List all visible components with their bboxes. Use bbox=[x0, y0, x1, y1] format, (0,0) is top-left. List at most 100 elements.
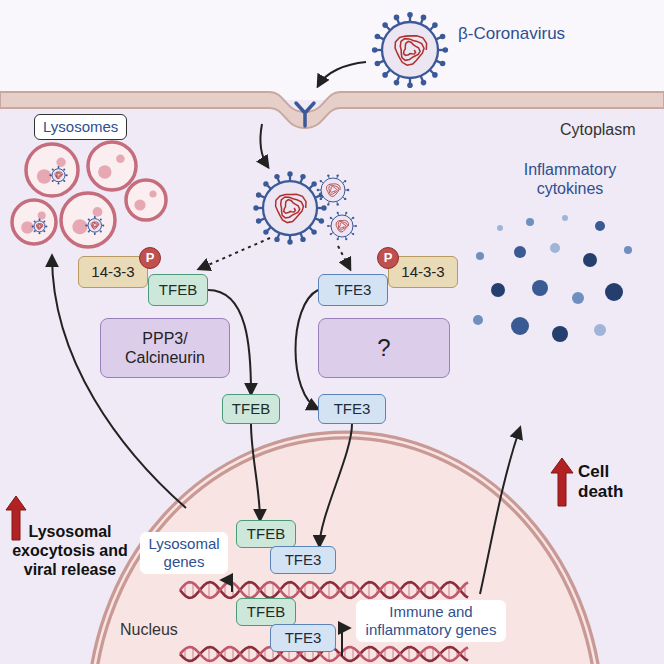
virus-spike-head bbox=[432, 22, 438, 28]
protein-box: TFEB bbox=[222, 394, 280, 424]
cytokine-dot bbox=[594, 324, 606, 336]
virus-spike-head bbox=[88, 218, 90, 220]
virus-spike-head bbox=[440, 61, 446, 67]
cytokine-dot bbox=[497, 225, 503, 231]
lysosome-content bbox=[149, 190, 156, 197]
cytokine-dot bbox=[476, 252, 484, 260]
receptor bbox=[296, 103, 314, 126]
virus-spike-head bbox=[100, 218, 102, 220]
dotted-arrow bbox=[199, 238, 270, 269]
virus-envelope bbox=[331, 215, 353, 237]
virus-spike-head bbox=[94, 216, 96, 218]
cytokine-dot bbox=[526, 218, 534, 226]
virus-spike-head bbox=[311, 181, 316, 186]
lysosome-content bbox=[37, 169, 52, 184]
cytokine-dot bbox=[572, 292, 584, 304]
protein-box: TFE3 bbox=[270, 546, 336, 574]
virus-spike-head bbox=[58, 182, 60, 184]
virus-spike-head bbox=[311, 229, 316, 234]
virus-group bbox=[253, 12, 448, 245]
cytokine-dot bbox=[550, 243, 560, 253]
lysosome-content bbox=[56, 158, 65, 167]
viral-rna bbox=[395, 36, 427, 65]
protein-box: TFE3 bbox=[318, 394, 386, 424]
virus-spike-head bbox=[375, 61, 381, 67]
lysosome-content bbox=[134, 199, 145, 210]
node-text: TFEB bbox=[247, 603, 285, 621]
phosphatase-box: PPP3/ Calcineurin bbox=[100, 318, 230, 378]
cytokine-dot bbox=[511, 317, 529, 335]
virus-spike-head bbox=[256, 192, 261, 197]
cytokine-dot bbox=[605, 283, 623, 301]
virus-spike-head bbox=[287, 171, 292, 176]
node-text: Lysosomes bbox=[43, 118, 118, 136]
cytokine-dot bbox=[583, 253, 597, 267]
virus-spike-head bbox=[58, 166, 60, 168]
node-text: PPP3/ Calcineurin bbox=[116, 329, 214, 367]
virus-label: β-Coronavirus bbox=[458, 24, 565, 44]
virus-spike-head bbox=[49, 174, 51, 176]
cytokine-dot bbox=[491, 283, 505, 297]
extracellular-ground bbox=[0, 0, 664, 100]
cytokine-dot bbox=[595, 221, 605, 231]
virus-spike-head bbox=[355, 225, 357, 227]
connector-arrow bbox=[296, 290, 319, 409]
dna-rung bbox=[352, 648, 354, 660]
virus-spike-head bbox=[394, 15, 400, 21]
lysosome-content bbox=[116, 155, 125, 164]
virus-spike-head bbox=[327, 203, 329, 205]
cytokine-group bbox=[473, 215, 632, 342]
virus-spike-head bbox=[274, 174, 279, 179]
lysosome bbox=[12, 200, 56, 244]
lysosome bbox=[61, 193, 115, 247]
dna-rung bbox=[272, 583, 274, 597]
label-box: Lysosomes bbox=[34, 114, 127, 140]
virus-spike-head bbox=[382, 22, 388, 28]
virus-envelope bbox=[321, 178, 345, 202]
virus-envelope bbox=[34, 221, 45, 232]
virus-spike-head bbox=[421, 80, 427, 86]
phosphate-circle: P bbox=[377, 247, 399, 269]
node-text: ? bbox=[377, 334, 390, 363]
viral-rna bbox=[276, 194, 306, 222]
virus-spike-head bbox=[66, 174, 68, 176]
virus-spike-head bbox=[421, 15, 427, 21]
virus-spike-head bbox=[100, 230, 102, 232]
virus-spike-head bbox=[45, 225, 47, 227]
virus-spike-head bbox=[85, 224, 87, 226]
dna-rung bbox=[208, 647, 210, 661]
virus-spike-head bbox=[372, 47, 378, 53]
increase-arrow bbox=[6, 496, 26, 540]
nucleus-envelope bbox=[90, 435, 600, 664]
virus-spike-head bbox=[337, 174, 339, 176]
dna-rung bbox=[368, 582, 370, 598]
outcome-label: Cell death bbox=[578, 462, 644, 503]
dotted-arrow bbox=[338, 246, 350, 269]
viral-rna bbox=[336, 220, 348, 232]
dna-rung bbox=[328, 582, 330, 598]
virus-spike-head bbox=[345, 212, 347, 214]
virus-spike-head bbox=[327, 174, 329, 176]
dna-rung bbox=[288, 582, 290, 598]
gene-label: Immune and inflammatory genes bbox=[356, 600, 506, 642]
lysosome-content bbox=[21, 221, 33, 233]
lysosome bbox=[88, 142, 136, 190]
transcription-arrow bbox=[222, 580, 232, 592]
node-text: Immune and inflammatory genes bbox=[363, 603, 499, 639]
secretion-arrow bbox=[480, 428, 520, 594]
entry-arrow bbox=[260, 124, 268, 167]
virus-spike-head bbox=[407, 12, 413, 18]
viral-rna bbox=[55, 172, 62, 179]
dna-strand bbox=[180, 582, 468, 598]
virus-spike-head bbox=[319, 218, 324, 223]
virus-spike-head bbox=[330, 217, 332, 219]
cytokine-dot bbox=[624, 246, 632, 254]
region-label: Nucleus bbox=[120, 620, 178, 639]
cytokine-dot bbox=[552, 326, 568, 342]
virus-spike-head bbox=[443, 47, 449, 53]
virus-spike-head bbox=[382, 72, 388, 78]
cytokine-dot bbox=[473, 315, 483, 325]
phosphate-circle: P bbox=[139, 247, 161, 269]
dna-rung bbox=[448, 582, 450, 598]
